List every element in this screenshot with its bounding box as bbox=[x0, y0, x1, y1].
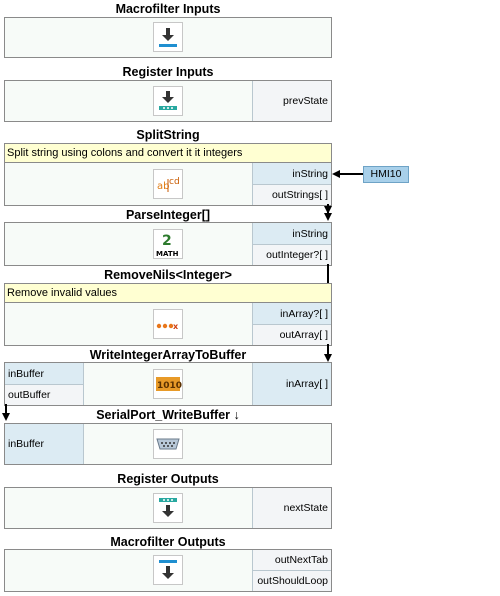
parseinteger-ports: inString outInteger?[ ] bbox=[252, 223, 331, 265]
serialport-title-text: SerialPort_WriteBuffer bbox=[96, 408, 231, 422]
macrofilter-inputs-block[interactable] bbox=[4, 17, 332, 58]
port-inarray[interactable]: inArray[ ] bbox=[253, 363, 331, 405]
wire-buffer-serialport bbox=[5, 404, 7, 413]
removenils-comment: Remove invalid values bbox=[4, 283, 332, 302]
writeintegerarray-block[interactable]: inBuffer outBuffer 1010 inArray[ ] bbox=[4, 362, 332, 406]
svg-text:1010: 1010 bbox=[157, 381, 182, 391]
serialport-ports: inBuffer bbox=[5, 424, 84, 464]
port-inarray[interactable]: inArray?[ ] bbox=[253, 303, 331, 324]
removenils-ports: inArray?[ ] outArray[ ] bbox=[252, 303, 331, 345]
port-prevstate[interactable]: prevState bbox=[253, 81, 331, 121]
svg-text:ab: ab bbox=[157, 181, 169, 192]
register-inputs-outputs: prevState bbox=[252, 81, 331, 121]
svg-text:MATH: MATH bbox=[156, 250, 179, 258]
serialport-block[interactable]: inBuffer bbox=[4, 423, 332, 465]
macrofilter-outputs-title: Macrofilter Outputs bbox=[110, 535, 226, 549]
wire-arrow-down bbox=[324, 213, 332, 221]
remove-nils-icon: x bbox=[153, 309, 183, 339]
port-outbuffer[interactable]: outBuffer bbox=[5, 384, 83, 405]
port-outarray[interactable]: outArray[ ] bbox=[253, 324, 331, 345]
serialport-title: SerialPort_WriteBuffer ↓ bbox=[4, 408, 332, 422]
register-output-icon bbox=[153, 493, 183, 523]
register-inputs-title: Register Inputs bbox=[122, 65, 214, 79]
hmi-connection-wire bbox=[340, 173, 363, 175]
hmi-connection-arrow bbox=[332, 170, 340, 178]
writeintegerarray-title: WriteIntegerArrayToBuffer bbox=[89, 348, 247, 362]
writeintegerarray-left-ports: inBuffer outBuffer bbox=[5, 363, 84, 405]
port-outnexttab[interactable]: outNextTab bbox=[253, 550, 331, 570]
splitstring-ports: inString outStrings[ ] bbox=[252, 163, 331, 205]
port-instring[interactable]: inString bbox=[253, 163, 331, 184]
splitstring-title: SplitString bbox=[136, 128, 200, 142]
svg-text:x: x bbox=[173, 322, 179, 331]
splitstring-comment: Split string using colons and convert it… bbox=[4, 143, 332, 162]
macrofilter-inputs-title: Macrofilter Inputs bbox=[115, 2, 221, 16]
port-inbuffer[interactable]: inBuffer bbox=[5, 424, 83, 464]
wire-arrow-down bbox=[2, 413, 10, 421]
wire-arrow-down bbox=[324, 206, 332, 214]
port-outstrings[interactable]: outStrings[ ] bbox=[253, 184, 331, 205]
register-outputs-title: Register Outputs bbox=[117, 472, 219, 486]
macrofilter-outputs-ports: outNextTab outShouldLoop bbox=[252, 550, 331, 591]
register-outputs-ports: nextState bbox=[252, 488, 331, 528]
writeintegerarray-right-ports: inArray[ ] bbox=[252, 363, 331, 405]
port-nextstate[interactable]: nextState bbox=[253, 488, 331, 528]
svg-text:2: 2 bbox=[162, 233, 172, 249]
port-inbuffer[interactable]: inBuffer bbox=[5, 363, 83, 384]
wire-arrow-down bbox=[324, 354, 332, 362]
wire-removenils-write bbox=[327, 344, 329, 354]
hmi-source-badge[interactable]: HMI10 bbox=[363, 166, 409, 183]
removenils-title: RemoveNils<Integer> bbox=[104, 268, 232, 282]
wire-parseinteger-removenils bbox=[327, 264, 329, 294]
port-outshouldloop[interactable]: outShouldLoop bbox=[253, 570, 331, 591]
register-inputs-block[interactable]: prevState bbox=[4, 80, 332, 122]
serial-port-connector-icon bbox=[153, 429, 183, 459]
output-bar-icon bbox=[153, 555, 183, 585]
port-instring[interactable]: inString bbox=[253, 223, 331, 244]
register-input-icon bbox=[153, 86, 183, 116]
parseinteger-title: ParseInteger[] bbox=[125, 208, 211, 222]
macrofilter-outputs-block[interactable]: outNextTab outShouldLoop bbox=[4, 549, 332, 592]
input-download-icon bbox=[153, 22, 183, 52]
port-outinteger[interactable]: outInteger?[ ] bbox=[253, 244, 331, 265]
svg-text:cd: cd bbox=[169, 177, 180, 187]
removenils-block[interactable]: x inArray?[ ] outArray[ ] bbox=[4, 302, 332, 346]
register-outputs-block[interactable]: nextState bbox=[4, 487, 332, 529]
binary-buffer-icon: 1010 bbox=[153, 369, 183, 399]
arrow-down-icon: ↓ bbox=[233, 408, 240, 422]
